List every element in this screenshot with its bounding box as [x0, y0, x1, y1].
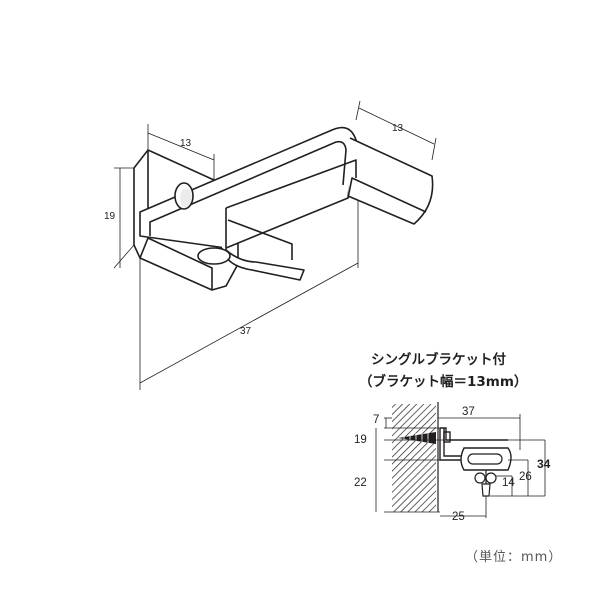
isometric-bracket — [133, 126, 434, 291]
runner — [474, 470, 497, 497]
caption-subtitle: （ブラケット幅＝13mm） — [359, 374, 528, 390]
unit-note: （単位：mm） — [465, 550, 563, 565]
dim-19-height: 19 — [104, 211, 116, 222]
dim-13-left: 13 — [180, 138, 192, 149]
dim-22: 22 — [354, 477, 367, 489]
dim-26: 26 — [519, 471, 532, 483]
dim-37-section: 37 — [462, 406, 475, 418]
dim-37-length: 37 — [240, 326, 252, 337]
dim-7: 7 — [373, 414, 379, 426]
section-view — [375, 402, 546, 518]
dim-25: 25 — [452, 511, 465, 523]
rail-hook — [347, 137, 434, 225]
caption-title: シングルブラケット付 — [371, 352, 506, 368]
screw-hole-lower — [197, 247, 231, 265]
dim-19-section: 19 — [354, 434, 367, 446]
wall-hatch — [392, 404, 438, 512]
screw — [398, 432, 436, 444]
dim-13-right: 13 — [392, 123, 404, 134]
dim-34: 34 — [537, 457, 551, 471]
iso-dimensions — [113, 100, 437, 390]
dim-14: 14 — [502, 477, 515, 489]
screw-hole-upper — [174, 182, 194, 210]
